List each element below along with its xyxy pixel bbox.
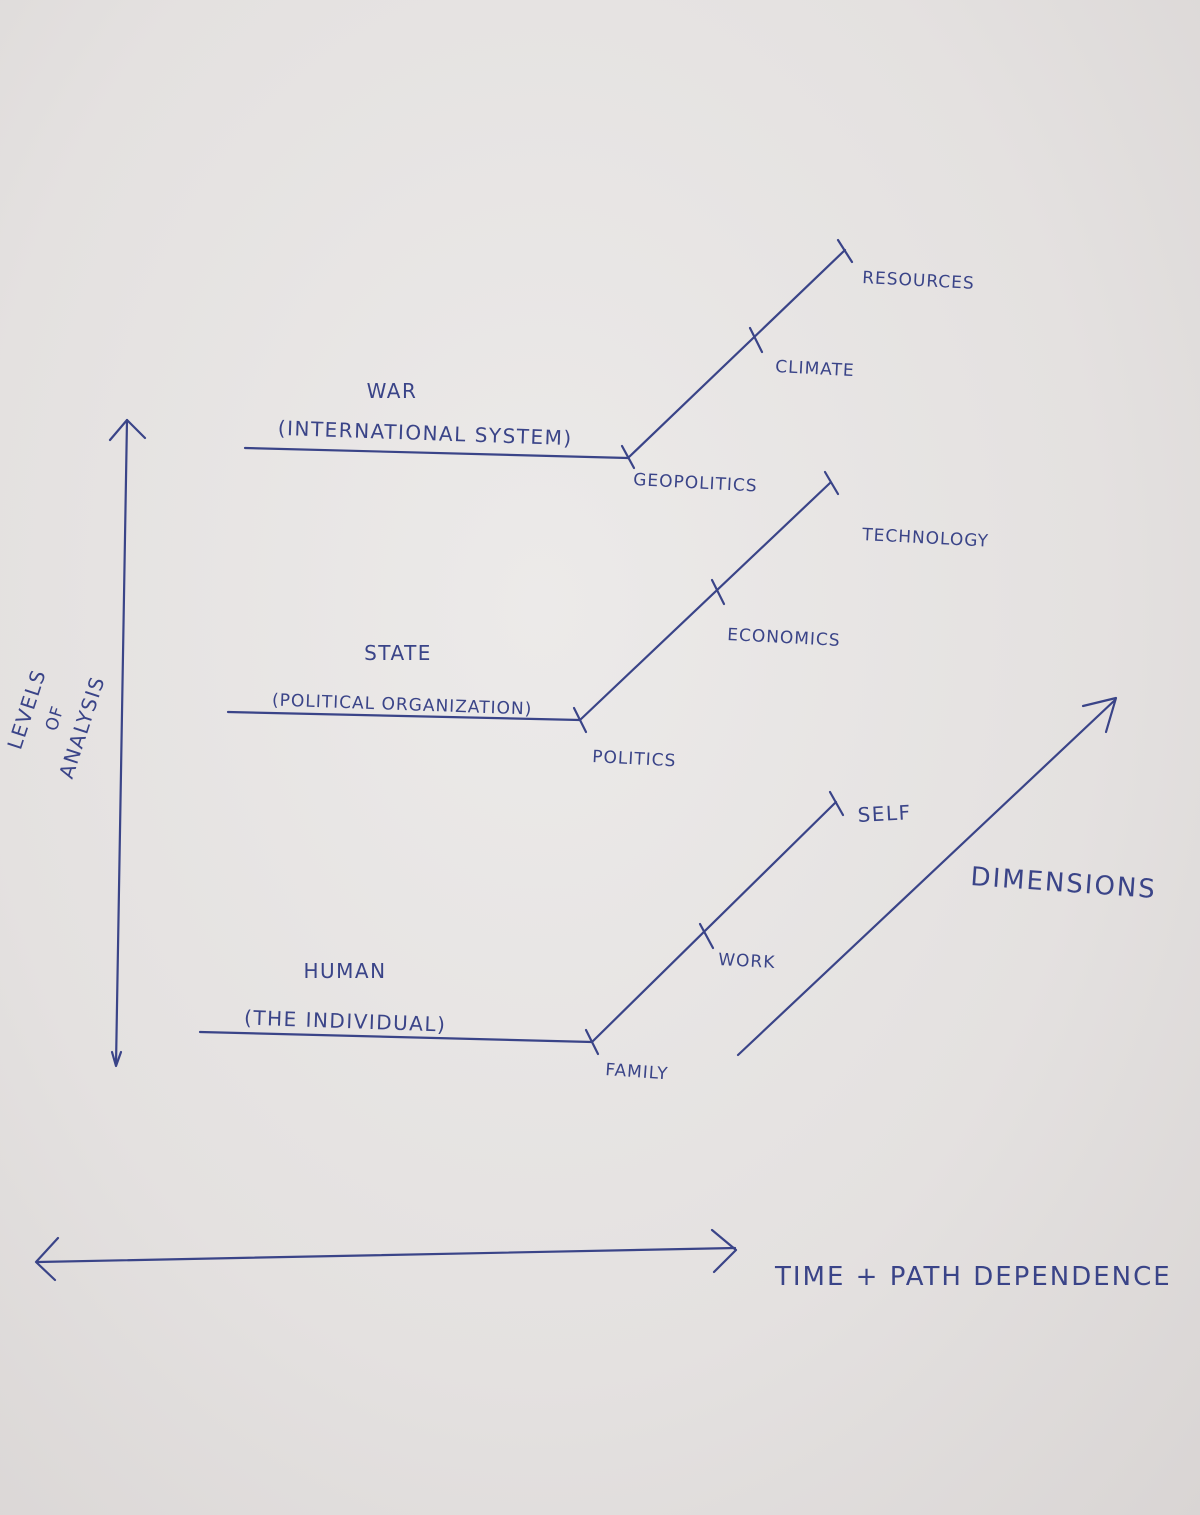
horizontal-axis-left-arrowhead xyxy=(34,1236,60,1282)
horizontal-axis xyxy=(34,1228,738,1282)
level-war-baseline xyxy=(243,446,630,460)
level-human-tick-2 xyxy=(698,922,715,950)
vertical-axis-line xyxy=(114,418,129,1067)
level-human-dimension-3: SELF xyxy=(857,800,912,827)
horizontal-axis-right-arrowhead xyxy=(710,1228,738,1274)
vertical-axis-label-line1: LEVELS xyxy=(2,666,50,752)
level-war-dimension-3: RESOURCES xyxy=(862,268,975,294)
level-human-baseline xyxy=(198,1030,594,1044)
vertical-axis-arrowhead xyxy=(108,418,147,442)
level-state-dimension-3: TECHNOLOGY xyxy=(861,525,990,552)
level-war-tick-2 xyxy=(748,326,764,354)
level-human-tick-1 xyxy=(584,1028,600,1056)
level-state-title: STATE xyxy=(364,641,432,665)
level-human-dimension-line xyxy=(590,800,838,1044)
vertical-axis xyxy=(108,418,147,1068)
level-state: STATE (POLITICAL ORGANIZATION) POLITICS … xyxy=(226,470,990,771)
horizontal-axis-line xyxy=(36,1246,737,1264)
level-war-dimension-2: CLIMATE xyxy=(775,357,855,381)
level-human: HUMAN (THE INDIVIDUAL) FAMILY WORK SELF xyxy=(198,790,912,1084)
diagonal-axis xyxy=(736,696,1118,1057)
level-war-title: WAR xyxy=(367,379,418,403)
level-war-tick-1 xyxy=(620,444,636,470)
level-human-subtitle: (THE INDIVIDUAL) xyxy=(244,1005,447,1036)
level-state-baseline xyxy=(226,710,582,722)
level-state-tick-1 xyxy=(572,706,588,734)
level-state-tick-3 xyxy=(823,470,840,496)
vertical-axis-label-line2: OF xyxy=(42,703,69,733)
vertical-axis-label: LEVELS OF ANALYSIS xyxy=(2,666,109,781)
horizontal-axis-label: TIME + PATH DEPENDENCE xyxy=(774,1262,1172,1292)
diagonal-axis-arrowhead xyxy=(1081,696,1118,734)
level-human-title: HUMAN xyxy=(303,959,386,983)
level-human-tick-3 xyxy=(828,790,845,817)
level-war: WAR (INTERNATIONAL SYSTEM) GEOPOLITICS C… xyxy=(243,238,975,497)
vertical-axis-arrowhead-bottom xyxy=(110,1050,123,1068)
level-war-tick-3 xyxy=(836,238,854,264)
level-state-dimension-1: POLITICS xyxy=(592,747,677,771)
level-war-dimension-1: GEOPOLITICS xyxy=(633,470,758,496)
level-state-dimension-line xyxy=(578,481,832,722)
level-state-dimension-2: ECONOMICS xyxy=(727,625,841,651)
level-war-dimension-line xyxy=(626,248,847,460)
level-war-subtitle: (INTERNATIONAL SYSTEM) xyxy=(277,416,573,450)
diagonal-axis-label: DIMENSIONS xyxy=(970,862,1158,905)
level-state-tick-2 xyxy=(710,578,726,606)
level-human-dimension-2: WORK xyxy=(718,950,776,973)
level-human-dimension-1: FAMILY xyxy=(605,1060,669,1084)
diagonal-axis-line xyxy=(736,698,1117,1057)
